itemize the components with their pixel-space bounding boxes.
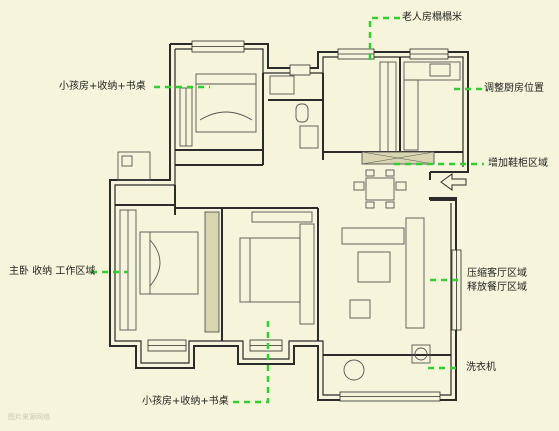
shoe-cabinet-label: 增加鞋柜区域 (488, 158, 548, 169)
child-room-bottom-label: 小孩房+收纳+书桌 (142, 396, 229, 407)
bed-master (139, 231, 199, 295)
round-table (343, 359, 365, 381)
kitchen-label: 调整厨房位置 (484, 83, 544, 94)
shower (299, 125, 319, 149)
washing-machine (411, 344, 431, 364)
entry-arrow (440, 173, 467, 191)
watermark: 图片来源网络 (8, 413, 50, 421)
dining-table (365, 177, 395, 201)
living-room-label-1: 压缩客厅区域 (467, 268, 527, 279)
elderly-room-label: 老人房榻榻米 (402, 12, 462, 23)
furniture (117, 61, 461, 381)
stove (429, 63, 451, 77)
kitchen-counter-side (403, 79, 419, 151)
wardrobe-bottom (204, 211, 220, 333)
desk-bottom (251, 211, 313, 223)
child-room-top-label: 小孩房+收纳+书桌 (59, 81, 146, 92)
living-room-label-2: 释放餐厅区域 (467, 282, 527, 293)
master-bedroom-label: 主卧 收纳 工作区域 (9, 266, 96, 277)
tv-cabinet (405, 217, 425, 329)
armchair (349, 299, 371, 319)
walls (109, 43, 469, 401)
windows (147, 40, 462, 402)
sink-top (269, 75, 295, 95)
callout-lines (91, 16, 484, 404)
bed-top (195, 73, 257, 133)
master-bath-sink (117, 151, 151, 181)
sofa (341, 227, 405, 245)
coffee-table (357, 251, 391, 283)
kitchen-counter (403, 61, 461, 81)
bed-bottom (239, 237, 301, 303)
laundry-label: 洗衣机 (466, 362, 496, 373)
toilet (295, 103, 309, 123)
